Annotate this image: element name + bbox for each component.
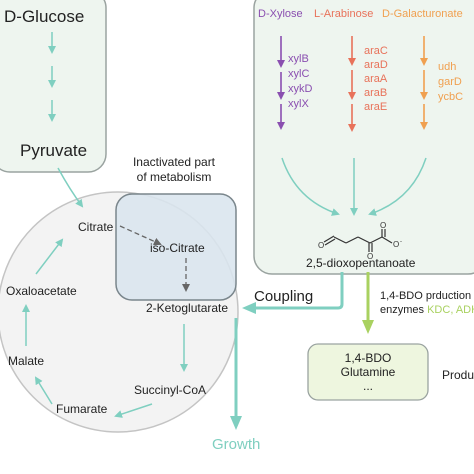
tca-isocitrate-label: iso-Citrate: [150, 241, 205, 255]
product-glutamine: Glutamine: [340, 365, 396, 379]
pyruvate-label: Pyruvate: [20, 141, 88, 160]
product-more: ...: [362, 379, 373, 393]
growth-label: Growth: [212, 436, 261, 453]
bdo-enzymes-line1: 1,4-BDO prduction: [380, 290, 472, 302]
tca-fumarate-label: Fumarate: [56, 402, 108, 416]
inactivated-box: [115, 193, 237, 301]
inactivated-note: Inactivated part of metabolism: [122, 155, 226, 185]
molecule-structure: [323, 229, 393, 252]
converge-right-arrow: [368, 157, 427, 216]
coupling-label: Coupling: [254, 288, 314, 305]
sugar-pathway-box: [253, 0, 474, 275]
gene-xykD: xykD: [288, 83, 313, 95]
molecule-charge: -: [400, 239, 402, 245]
dioxopentanoate-label: 2,5-dioxopentanoate: [306, 256, 416, 270]
succinyl-to-fumarate-arrow: [114, 403, 153, 418]
bdo-enzyme-kdc: KDC,: [427, 304, 454, 316]
gene-xylC: xylC: [288, 68, 310, 80]
bdo-enzyme-adh: ADH: [455, 304, 474, 316]
gene-araC: araC: [364, 45, 388, 57]
gene-araB: araB: [364, 87, 388, 99]
molecule-o-keto: O: [367, 252, 373, 261]
coupling-arrow: [242, 272, 344, 314]
citrate-to-isocitrate-arrow: [119, 225, 162, 246]
bdo-enzymes-note: 1,4-BDO prduction enzymes KDC, ADH: [380, 289, 474, 317]
molecule-o-carboxyl: O: [380, 221, 386, 230]
gene-ycbC: ycbC: [438, 91, 464, 103]
bdo-enzymes-prefix: enzymes: [380, 304, 425, 316]
tca-succinyl-label: Succinyl-CoA: [134, 383, 207, 397]
xylose-gene-list: xylB xylC xykD xylX: [288, 52, 312, 112]
tca-ketoglutarate-label: 2-Ketoglutarate: [146, 301, 229, 315]
products-label: Produ: [442, 368, 474, 382]
inactivated-note-line1: Inactivated part: [132, 155, 216, 169]
d-glucose-label: D-Glucose: [4, 7, 85, 26]
molecule-o-anion: O: [393, 240, 399, 249]
fumarate-to-malate-arrow: [34, 376, 53, 405]
gene-garD: garD: [438, 76, 462, 88]
product-bdo: 1,4-BDO: [344, 351, 392, 365]
inactivated-note-line2: of metabolism: [136, 170, 212, 184]
galacturonate-gene-list: udh garD ycbC: [438, 60, 463, 105]
products-box: [307, 343, 429, 401]
tca-citrate-label: Citrate: [78, 220, 114, 234]
gene-xylB: xylB: [288, 53, 309, 65]
sugar-xylose-label: D-Xylose: [258, 8, 303, 20]
arabinose-gene-list: araC araD araA araB araE: [364, 44, 388, 114]
gene-udh: udh: [438, 61, 457, 73]
gene-araA: araA: [364, 73, 388, 85]
molecule-o-aldehyde: O: [318, 241, 324, 250]
sugar-arabinose-label: L-Arabinose: [314, 8, 374, 20]
tca-malate-label: Malate: [8, 354, 45, 368]
converge-left-arrow: [281, 157, 340, 216]
bdo-enzymes-line2: enzymes KDC, ADH: [380, 303, 474, 317]
gene-xylX: xylX: [288, 98, 309, 110]
gene-araE: araE: [364, 101, 388, 113]
sugar-galacturonate-label: D-Galacturonate: [382, 8, 463, 20]
oxaloacetate-to-citrate-arrow: [35, 238, 64, 275]
gene-araD: araD: [364, 59, 388, 71]
products-list: 1,4-BDO Glutamine ...: [308, 351, 428, 393]
pyruvate-to-citrate-arrow: [57, 167, 84, 208]
tca-oxaloacetate-label: Oxaloacetate: [6, 284, 77, 298]
